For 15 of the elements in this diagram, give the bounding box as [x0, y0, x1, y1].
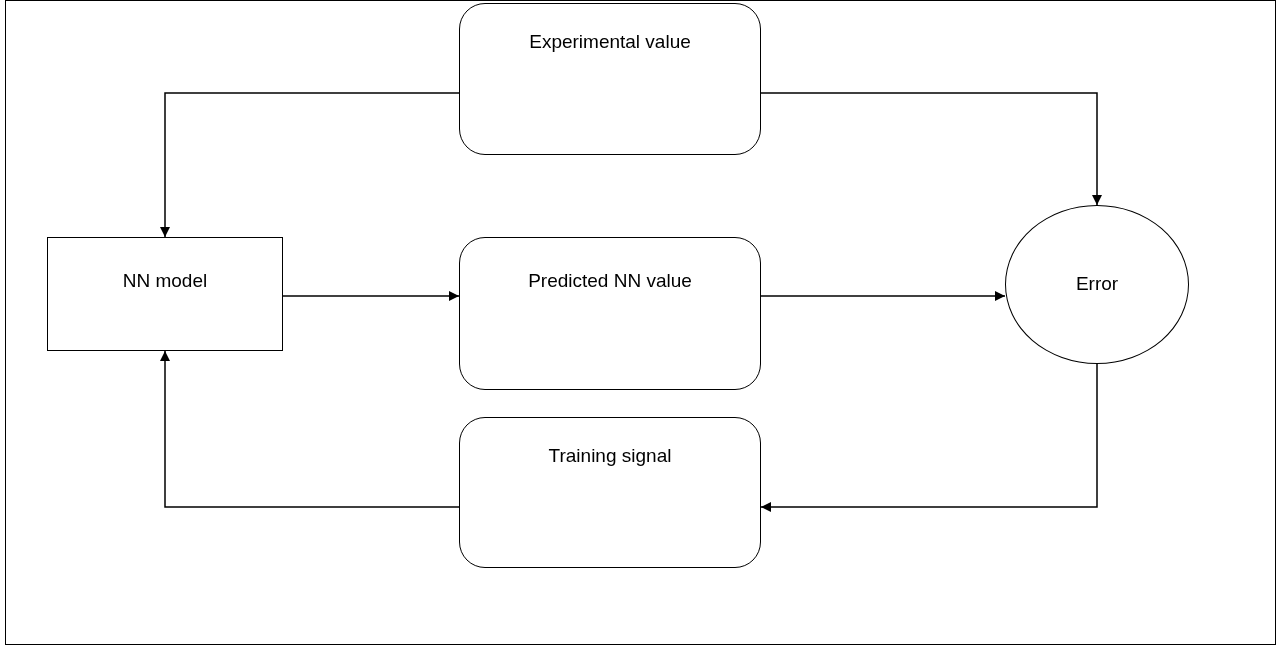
node-label: Predicted NN value: [528, 269, 692, 293]
node-label: Error: [1075, 272, 1119, 296]
rounded-process-box: [459, 3, 761, 155]
arrow: [160, 92, 460, 238]
rounded-process-box: [459, 237, 761, 390]
arrow: [760, 363, 1098, 512]
rounded-process-box: [459, 417, 761, 568]
node-label: Experimental value: [529, 30, 691, 54]
arrow: [760, 92, 1102, 206]
arrow: [160, 350, 460, 508]
process-box: [47, 237, 283, 351]
node-label: NN model: [122, 269, 208, 293]
arrow: [282, 291, 460, 301]
node-label: Training signal: [548, 444, 672, 468]
arrow: [760, 291, 1006, 301]
